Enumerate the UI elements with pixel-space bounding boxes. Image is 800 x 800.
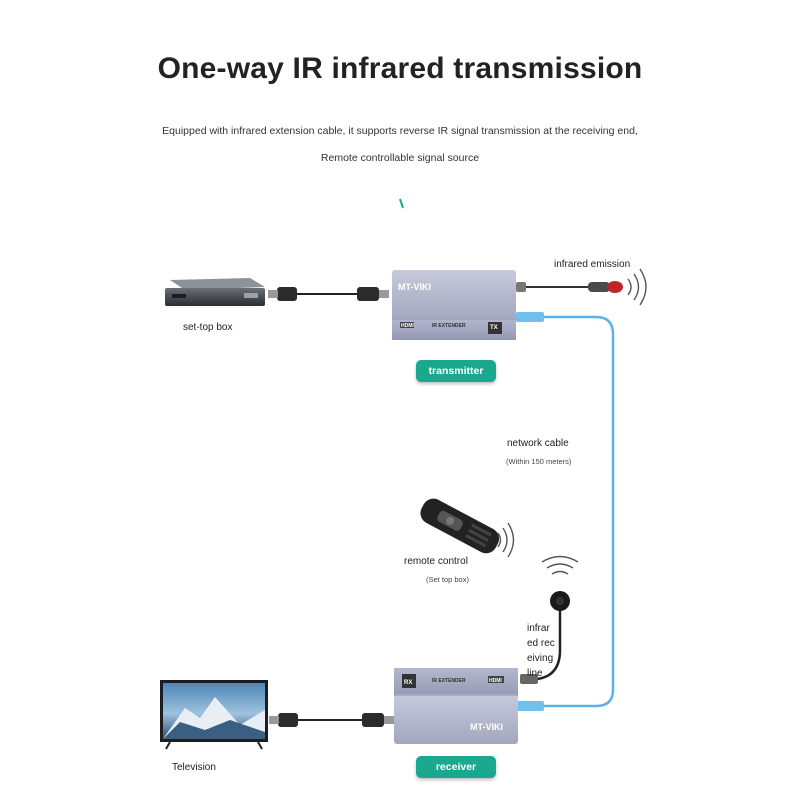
set-top-box-label: set-top box	[183, 322, 233, 333]
receiver-device	[394, 668, 518, 744]
ir-receiving-line-text-4: line	[527, 668, 543, 679]
page-title: One-way IR infrared transmission	[157, 52, 643, 85]
ir-receiver-cable	[520, 591, 570, 684]
receiver-badge: receiver	[416, 756, 496, 778]
tx-brand-text: MT-VIKI	[398, 282, 431, 292]
ir-receiving-line-text-3: eiving	[527, 653, 554, 664]
subtitle-line-1: Equipped with infrared extension cable, …	[162, 125, 638, 137]
remote-control-note: (Set top box)	[426, 575, 469, 584]
ir-receiver-waves-icon	[541, 555, 579, 575]
tx-hdmi-text: HDMI	[401, 323, 414, 329]
tx-code-text: TX	[490, 325, 498, 331]
ir-receiving-line-label: infrar ed rec eiving line	[527, 621, 555, 681]
infrared-emission-label: infrared emission	[554, 259, 631, 270]
hdmi-cable-bottom	[269, 713, 394, 727]
ir-emitter-cable	[526, 281, 623, 293]
rx-hdmi-text: HDMI	[489, 678, 502, 684]
remote-signal-waves-icon	[497, 522, 515, 558]
hdmi-cable-top	[268, 287, 389, 301]
rx-code-text: RX	[404, 680, 412, 686]
transmitter-device	[392, 270, 526, 340]
television-image	[160, 680, 268, 750]
rj45-connector-tx	[516, 312, 544, 322]
network-cable-label: network cable	[507, 438, 569, 449]
network-cable-note: (Within 150 meters)	[506, 457, 572, 466]
rx-model-text: IR EXTENDER	[432, 678, 466, 684]
rj45-connector-rx	[516, 701, 544, 711]
tx-model-text: IR EXTENDER	[432, 323, 466, 329]
set-top-box-image	[165, 278, 265, 306]
ir-receiving-line-text-2: ed rec	[527, 638, 555, 649]
subtitle-line-2: Remote controllable signal source	[320, 152, 480, 164]
green-tick-mark	[399, 198, 404, 209]
remote-control-label: remote control	[404, 556, 468, 567]
remote-control-image	[420, 498, 500, 554]
network-cable	[520, 315, 615, 708]
ir-receiving-line-text-1: infrar	[527, 623, 550, 634]
transmitter-badge: transmitter	[416, 360, 496, 382]
television-label: Television	[172, 762, 216, 773]
infrared-waves-top-icon	[627, 268, 647, 306]
rx-brand-text: MT-VIKI	[470, 722, 503, 732]
